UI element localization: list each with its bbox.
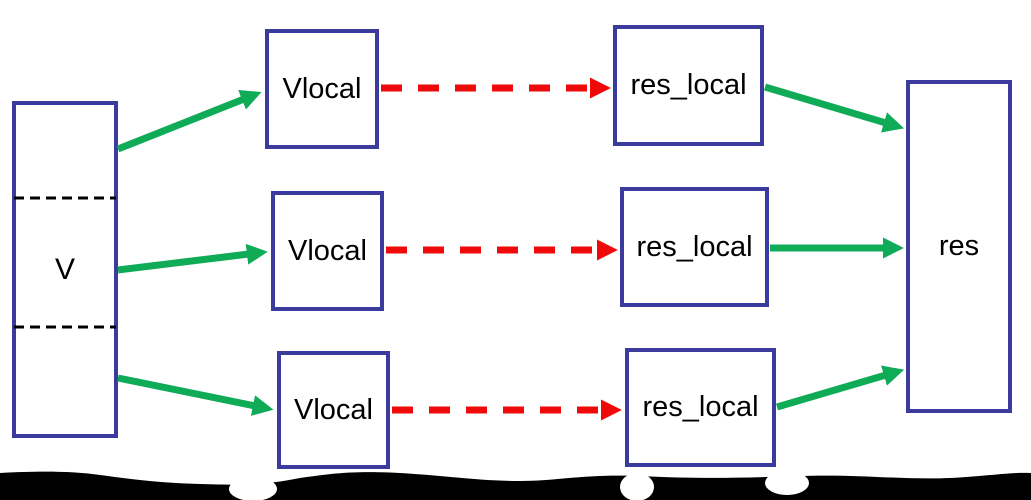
node-res-local-2: res_local — [620, 187, 769, 307]
node-v: V — [12, 101, 118, 438]
node-v-label: V — [54, 252, 75, 286]
band-notch — [620, 473, 654, 500]
edge-reslocal-to-res-1 — [764, 83, 905, 133]
node-res-local-1-label: res_local — [630, 69, 747, 101]
node-vlocal-1: Vlocal — [265, 29, 379, 149]
edge-v-to-vlocal-1 — [116, 90, 262, 153]
node-res-local-1: res_local — [613, 25, 764, 146]
edge-v-to-vlocal-3 — [117, 374, 274, 416]
node-res-local-3-label: res_local — [642, 391, 759, 423]
node-res-label: res — [938, 230, 980, 262]
node-res: res — [906, 80, 1012, 413]
node-vlocal-2-label: Vlocal — [288, 234, 367, 267]
node-vlocal-2: Vlocal — [271, 191, 384, 311]
edge-v-to-vlocal-2 — [117, 243, 268, 274]
edge-reslocal-to-res-3 — [776, 365, 905, 411]
band-notch — [229, 477, 277, 500]
band-notch — [765, 471, 809, 495]
node-vlocal-1-label: Vlocal — [282, 72, 362, 105]
torn-edge-band — [0, 471, 1031, 500]
node-res-local-3: res_local — [625, 348, 776, 467]
node-vlocal-3: Vlocal — [277, 351, 390, 469]
node-vlocal-3-label: Vlocal — [294, 393, 373, 426]
node-res-local-2-label: res_local — [636, 230, 753, 263]
